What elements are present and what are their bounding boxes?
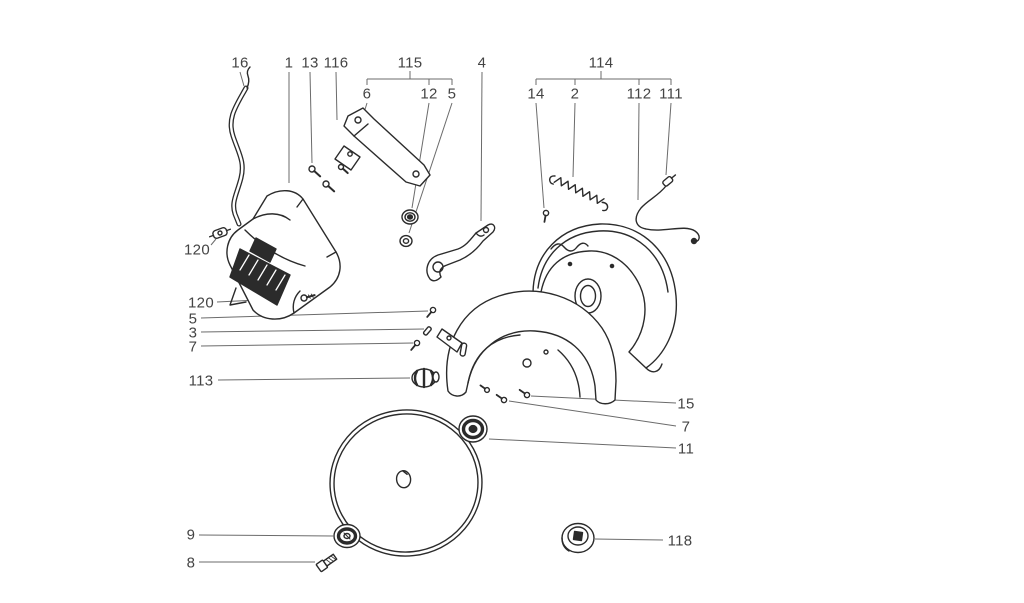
cord-clip-120 bbox=[208, 226, 232, 240]
outer-flange bbox=[333, 523, 361, 549]
part-label-1: 1 bbox=[284, 54, 294, 72]
guard-screw-15 bbox=[518, 388, 531, 399]
part-label-7a: 7 bbox=[188, 338, 198, 356]
inner-flange bbox=[458, 415, 488, 443]
part-label-112: 112 bbox=[626, 85, 652, 103]
part-label-12: 12 bbox=[420, 85, 438, 103]
upper-blade-guard bbox=[532, 223, 678, 373]
part-label-120b: 120 bbox=[188, 294, 214, 312]
mounting-bracket bbox=[334, 107, 431, 187]
part-label-11: 11 bbox=[677, 440, 695, 458]
part-label-16: 16 bbox=[231, 54, 249, 72]
part-label-116: 116 bbox=[323, 54, 349, 72]
pivot-pin-14 bbox=[542, 209, 550, 223]
guard-screw-7b bbox=[495, 393, 508, 404]
part-label-5a: 5 bbox=[447, 85, 457, 103]
saw-blade bbox=[329, 409, 483, 557]
hex-bolt bbox=[315, 553, 338, 573]
part-label-111: 111 bbox=[659, 85, 683, 103]
blade-flange-nut bbox=[561, 522, 595, 554]
motor-housing bbox=[226, 190, 341, 320]
part-label-3: 3 bbox=[188, 324, 198, 342]
part-label-5b: 5 bbox=[188, 310, 198, 328]
ground-cable bbox=[635, 174, 700, 245]
screws-13 bbox=[308, 163, 349, 193]
part-label-118: 118 bbox=[667, 532, 693, 550]
part-label-113: 113 bbox=[188, 372, 214, 390]
part-label-7b: 7 bbox=[681, 418, 691, 436]
part-label-6: 6 bbox=[362, 85, 372, 103]
part-label-15: 15 bbox=[677, 395, 695, 413]
part-label-13: 13 bbox=[301, 54, 319, 72]
guard-screw-7 bbox=[410, 339, 421, 351]
part-label-8: 8 bbox=[186, 554, 196, 572]
part-label-9: 9 bbox=[186, 526, 196, 544]
washer-12 bbox=[401, 209, 419, 225]
part-label-114: 114 bbox=[588, 54, 614, 72]
support-bracket bbox=[426, 223, 496, 282]
guard-screw-extra bbox=[479, 384, 491, 394]
lock-knob bbox=[411, 367, 440, 389]
part-label-120a: 120 bbox=[184, 241, 210, 259]
part-label-2: 2 bbox=[570, 85, 580, 103]
part-label-115: 115 bbox=[397, 54, 423, 72]
part-label-14: 14 bbox=[527, 85, 545, 103]
housing-screw-120 bbox=[300, 293, 316, 302]
part-label-4: 4 bbox=[477, 54, 487, 72]
tension-spring bbox=[548, 175, 609, 212]
power-cord bbox=[228, 66, 251, 227]
lower-blade-guard bbox=[436, 290, 617, 405]
nut-5 bbox=[399, 234, 413, 248]
guard-pin-3 bbox=[422, 326, 432, 336]
guard-screw-5 bbox=[426, 306, 437, 318]
